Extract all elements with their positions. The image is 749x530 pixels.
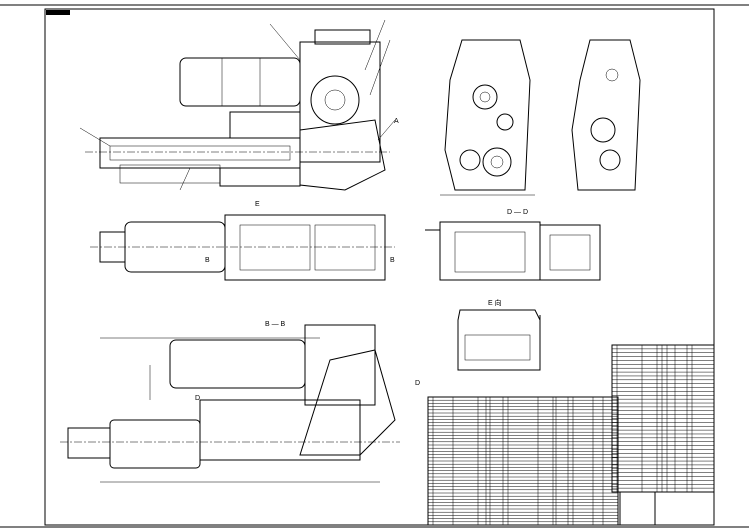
mark-b-right: B [390, 257, 395, 264]
section-bb-label: B — B [265, 321, 286, 328]
drawing-number-box [46, 10, 70, 15]
view-e-direction: E 向 [457, 298, 541, 371]
parts-list-table [427, 344, 715, 526]
mark-d-right: D [415, 380, 420, 387]
mark-a: A [394, 118, 399, 125]
view-e-label: E [255, 201, 260, 208]
side-section-view-2 [571, 39, 641, 191]
mark-b-left: B [205, 257, 210, 264]
section-dd-label: D — D [507, 209, 528, 216]
section-bb: B — B D D [60, 321, 420, 483]
mark-d-left: D [195, 395, 200, 402]
title-block [619, 491, 715, 526]
side-section-view-1 [440, 39, 535, 196]
main-assembly-view: A [79, 19, 399, 191]
drawing-frame [44, 8, 715, 526]
section-dd: D — D [425, 209, 601, 281]
view-e-direction-label: E 向 [488, 298, 502, 307]
view-e: E B B [90, 201, 395, 281]
